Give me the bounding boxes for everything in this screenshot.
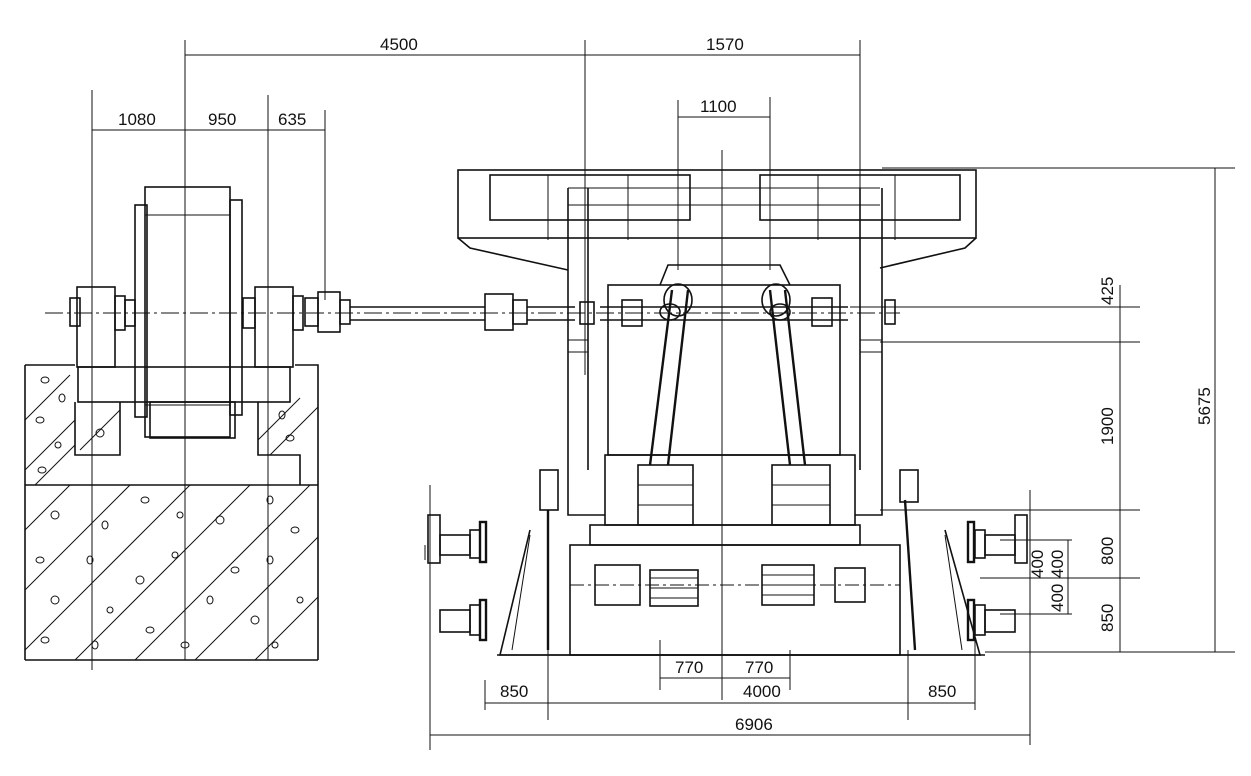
left-foundation [24, 364, 319, 661]
dim-950: 950 [208, 110, 236, 129]
dim-850-bottom: 850 [928, 682, 956, 701]
dim-425: 425 [1098, 277, 1117, 305]
dim-400-lower: 400 [1048, 584, 1067, 612]
dim-5675: 5675 [1195, 387, 1214, 425]
dim-400-side: 400 [1028, 550, 1047, 578]
right-dimension-lines [850, 167, 1235, 653]
dim-770-right: 770 [745, 658, 773, 677]
dim-770-left: 770 [675, 658, 703, 677]
dim-6906: 6906 [735, 715, 773, 734]
dim-4500: 4500 [380, 35, 418, 54]
dim-400-upper: 400 [1048, 550, 1067, 578]
dim-850-left: 850 [500, 682, 528, 701]
flywheel-assembly [45, 186, 900, 439]
dim-4000: 4000 [743, 682, 781, 701]
bottom-dimension-lines [430, 620, 1030, 736]
dim-1570: 1570 [706, 35, 744, 54]
dim-635: 635 [278, 110, 306, 129]
dimension-labels: 4500 1570 1080 950 635 1100 425 1900 567… [118, 35, 1214, 734]
dim-1080: 1080 [118, 110, 156, 129]
dim-800: 800 [1098, 537, 1117, 565]
dim-850-right: 850 [1098, 604, 1117, 632]
top-dimension-lines [91, 40, 861, 700]
dim-1100: 1100 [700, 97, 737, 116]
dim-1900: 1900 [1098, 407, 1117, 445]
press-frame [424, 169, 1031, 750]
